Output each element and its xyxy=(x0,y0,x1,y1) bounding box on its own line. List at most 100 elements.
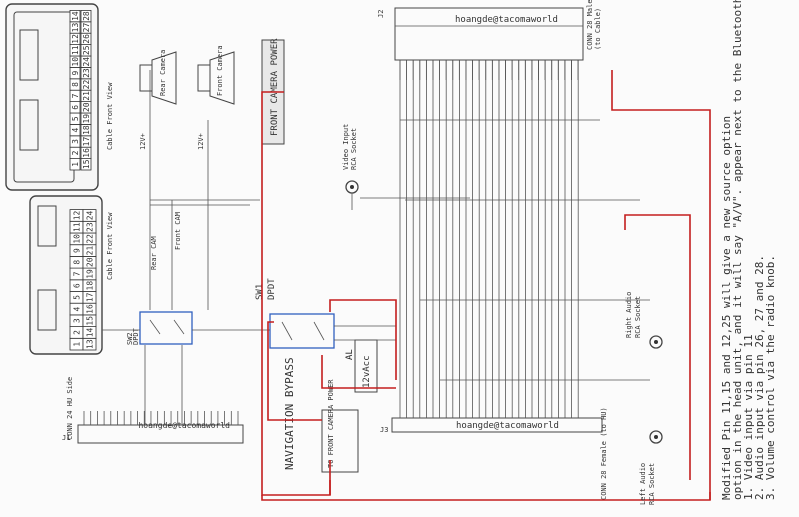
conn24-watermark: hoangde@tacomaworld xyxy=(138,421,230,430)
horizontal-wires xyxy=(102,70,650,425)
conn28-top-pin-number: 7 xyxy=(71,93,80,98)
conn24-bottom-pin-number: 23 xyxy=(86,222,95,232)
svg-text:J3: J3 xyxy=(380,426,388,434)
svg-text:RCA Socket: RCA Socket xyxy=(634,296,642,338)
svg-text:12V+: 12V+ xyxy=(197,133,205,150)
conn28-bottom-pin-number: 22 xyxy=(82,80,91,90)
sw1-dpdt-switch: SW1 DPDT xyxy=(255,278,335,349)
note-line: 3. Volume control via the radio knob. xyxy=(764,255,777,500)
svg-text:SW2: SW2 xyxy=(126,332,134,345)
conn28-bottom-pin-number: 16 xyxy=(82,148,91,158)
conn28-cable-view-label: Cable Front View xyxy=(106,82,114,150)
conn24-top-pin-number: 5 xyxy=(73,295,82,300)
conn28-bottom-pin-number: 23 xyxy=(82,68,91,78)
conn28-bottom-pin-number: 25 xyxy=(82,45,91,55)
svg-text:Front CAM: Front CAM xyxy=(174,212,182,250)
svg-text:Video Input: Video Input xyxy=(342,124,350,170)
conn28-top-pin-number: 2 xyxy=(71,150,80,155)
svg-text:Left Audio: Left Audio xyxy=(639,463,647,505)
conn24-j-label: J1 xyxy=(62,434,70,442)
svg-text:12vAcc: 12vAcc xyxy=(362,355,372,388)
conn28-top-pin-number: 8 xyxy=(71,82,80,87)
conn28-top-pin-number: 10 xyxy=(71,57,80,67)
conn28-top-pin-number: 11 xyxy=(71,45,80,55)
svg-text:RCA Socket: RCA Socket xyxy=(648,463,656,505)
conn24-bottom-pin-number: 17 xyxy=(86,292,95,302)
svg-text:12V+: 12V+ xyxy=(139,133,147,150)
conn24-top-pin-number: 11 xyxy=(73,222,82,232)
conn28-top-pin-number: 9 xyxy=(71,71,80,76)
conn24-bottom-pin-number: 21 xyxy=(86,246,95,256)
conn24-top-pin-number: 12 xyxy=(73,210,82,220)
conn28-top-pin-cell xyxy=(69,9,81,23)
conn24-top-pin-number: 8 xyxy=(73,260,82,265)
front-camera: Front Camera 12V+ Front CAM xyxy=(174,45,235,250)
svg-text:Right Audio: Right Audio xyxy=(625,292,633,338)
conn28-top-pin-number: 14 xyxy=(71,11,80,21)
conn28-bottom-pin-number: 18 xyxy=(82,125,91,135)
conn28-bottom-pin-number: 20 xyxy=(82,102,91,112)
conn28-top-pin-number: 4 xyxy=(71,128,80,133)
conn24-top-pin-number: 9 xyxy=(73,248,82,253)
svg-text:RCA Socket: RCA Socket xyxy=(350,128,358,170)
left-audio-socket: Left Audio RCA Socket xyxy=(639,430,663,505)
wire-bus xyxy=(399,60,579,418)
conn24-top-pin-number: 7 xyxy=(73,271,82,276)
conn28-bottom-pin-cell xyxy=(80,9,92,23)
conn28-bottom-pin-number: 28 xyxy=(82,11,91,21)
svg-text:DPDT: DPDT xyxy=(267,278,277,300)
j2-watermark: hoangde@tacomaworld xyxy=(455,15,558,25)
conn24-bottom-pin-number: 15 xyxy=(86,316,95,326)
conn28-female-strip: hoangde@tacomaworld J3 CONN 28 Female (t… xyxy=(380,407,608,500)
conn24-bottom-pin-number: 24 xyxy=(86,210,95,220)
conn28-bottom-pin-number: 26 xyxy=(82,34,91,44)
conn28-bottom-pin-number: 17 xyxy=(82,137,91,147)
svg-text:CONN 28 Male: CONN 28 Male xyxy=(586,0,594,50)
conn24-bottom-pin-number: 14 xyxy=(86,327,95,337)
note-line: Modified Pin 11,15 and 12,25 will give a… xyxy=(720,116,733,500)
sw2-dpdt-switch: SW2 DPDT xyxy=(126,311,193,345)
conn24-bottom-pin-number: 18 xyxy=(86,281,95,291)
conn28-bottom-pin-number: 21 xyxy=(82,91,91,101)
svg-text:CONN 28 Female (to HU): CONN 28 Female (to HU) xyxy=(600,407,608,500)
to-front-camera-power-box: TO FRONT CAMERA POWER xyxy=(321,379,359,473)
conn24-bottom-pin-number: 20 xyxy=(86,257,95,267)
notes-block: Modified Pin 11,15 and 12,25 will give a… xyxy=(720,0,777,500)
conn24-top-pin-number: 3 xyxy=(73,318,82,323)
conn24-bottom-pin-number: 13 xyxy=(86,339,95,349)
twelve-v-acc-box: 12vAcc xyxy=(354,339,378,393)
conn28-bottom-pin-number: 15 xyxy=(82,159,91,169)
svg-text:SW1: SW1 xyxy=(255,284,265,300)
conn28-bottom-pin-number: 24 xyxy=(82,57,91,67)
conn28-top-pin-number: 12 xyxy=(71,34,80,44)
conn28-top-pin-number: 3 xyxy=(71,139,80,144)
note-line: 1. Video input via pin 11 xyxy=(742,334,755,500)
red-power-wires xyxy=(261,70,711,501)
conn24-bottom-pin-number: 19 xyxy=(86,269,95,279)
conn24-top-pin-number: 4 xyxy=(73,306,82,311)
conn24-top-pin-number: 2 xyxy=(73,330,82,335)
acc-note: AL xyxy=(345,349,355,360)
conn28-top-pin-number: 13 xyxy=(71,23,80,33)
conn28-bottom-pin-number: 19 xyxy=(82,114,91,124)
j3-watermark: hoangde@tacomaworld xyxy=(456,421,559,431)
conn28-top-pin-number: 6 xyxy=(71,105,80,110)
svg-text:Rear CAM: Rear CAM xyxy=(150,236,158,270)
conn24-hu-side-strip: hoangde@tacomaworld CONN 24 HU Side J1 xyxy=(62,377,244,444)
svg-text:J2: J2 xyxy=(377,10,385,18)
conn28-top-pin-number: 5 xyxy=(71,116,80,121)
front-camera-power-box: FRONT CAMERA POWER xyxy=(261,38,285,145)
conn24-cable-view-label: Cable Front View xyxy=(106,212,114,280)
conn24-top-pin-number: 6 xyxy=(73,283,82,288)
conn24-bottom-pin-number: 16 xyxy=(86,304,95,314)
conn24-bottom-pin-number: 22 xyxy=(86,234,95,244)
svg-text:(to Cable): (to Cable) xyxy=(594,8,602,50)
svg-text:Front Camera: Front Camera xyxy=(216,45,224,96)
conn24-side-label: CONN 24 HU Side xyxy=(66,377,74,440)
conn28-male-strip: hoangde@tacomaworld J2 CONN 28 Male (to … xyxy=(377,0,602,80)
conn24-bottom-pin-cell xyxy=(82,209,97,222)
